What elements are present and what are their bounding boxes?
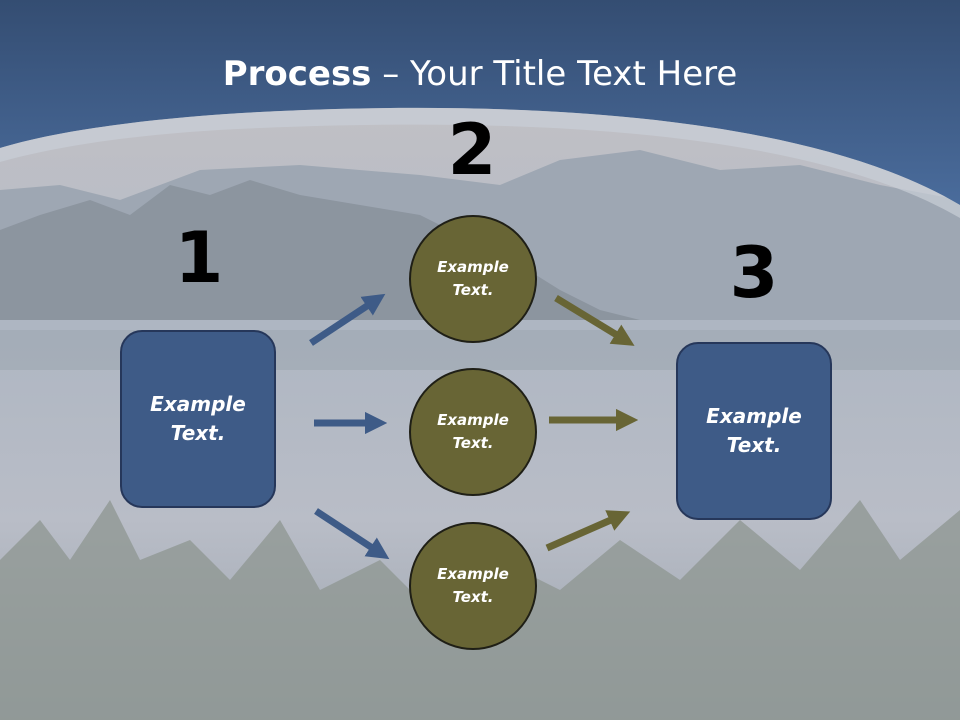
step-2-circle-bottom-text: Example Text. <box>437 565 509 606</box>
step-1-text: Example Text. <box>150 392 246 445</box>
arrow-bottom-to-3 <box>545 510 631 552</box>
step-2-circle-middle-text: Example Text. <box>437 411 509 452</box>
slide-title-bold: Process <box>222 54 372 94</box>
step-2-circle-middle[interactable]: Example Text. <box>409 368 537 496</box>
step-number-3: 3 <box>729 232 779 314</box>
arrow-1-to-bottom <box>314 508 390 560</box>
arrow-1-to-top <box>309 293 386 346</box>
step-2-circle-top[interactable]: Example Text. <box>409 215 537 343</box>
step-1-box[interactable]: Example Text. <box>120 330 276 508</box>
slide-title-rest: – Your Title Text Here <box>371 54 738 94</box>
slide-title: Process – Your Title Text Here <box>0 52 960 96</box>
step-number-1: 1 <box>174 217 224 299</box>
step-2-circle-top-text: Example Text. <box>437 258 509 299</box>
arrow-top-to-3 <box>554 295 635 346</box>
step-2-circle-bottom[interactable]: Example Text. <box>409 522 537 650</box>
step-3-text: Example Text. <box>706 404 802 457</box>
step-number-2: 2 <box>447 109 497 191</box>
step-3-box[interactable]: Example Text. <box>676 342 832 520</box>
